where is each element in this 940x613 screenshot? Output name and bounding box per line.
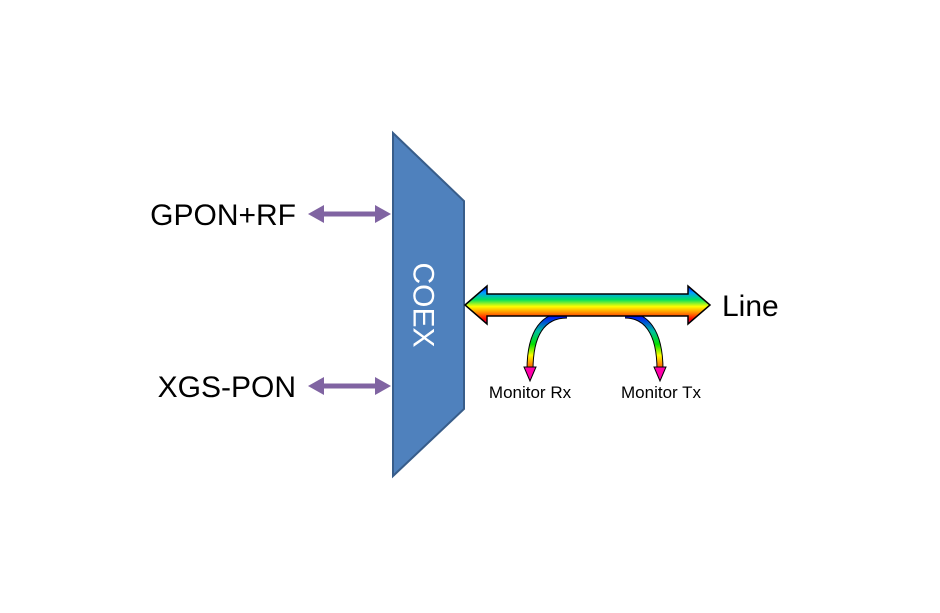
line-label: Line [722, 290, 779, 323]
monitor-tx-label: Monitor Tx [621, 383, 701, 402]
monitor-tx-arc [624, 311, 667, 383]
monitor-rx-label: Monitor Rx [489, 383, 572, 402]
xgs-label: XGS-PON [158, 371, 296, 404]
gpon-label: GPON+RF [150, 199, 296, 232]
coex-label: COEX [407, 262, 440, 347]
xgs-double-arrow [308, 377, 391, 395]
coex-block [392, 130, 465, 479]
monitor-rx-arc [523, 311, 568, 383]
line-double-arrow [463, 284, 712, 326]
gpon-double-arrow [308, 205, 391, 223]
